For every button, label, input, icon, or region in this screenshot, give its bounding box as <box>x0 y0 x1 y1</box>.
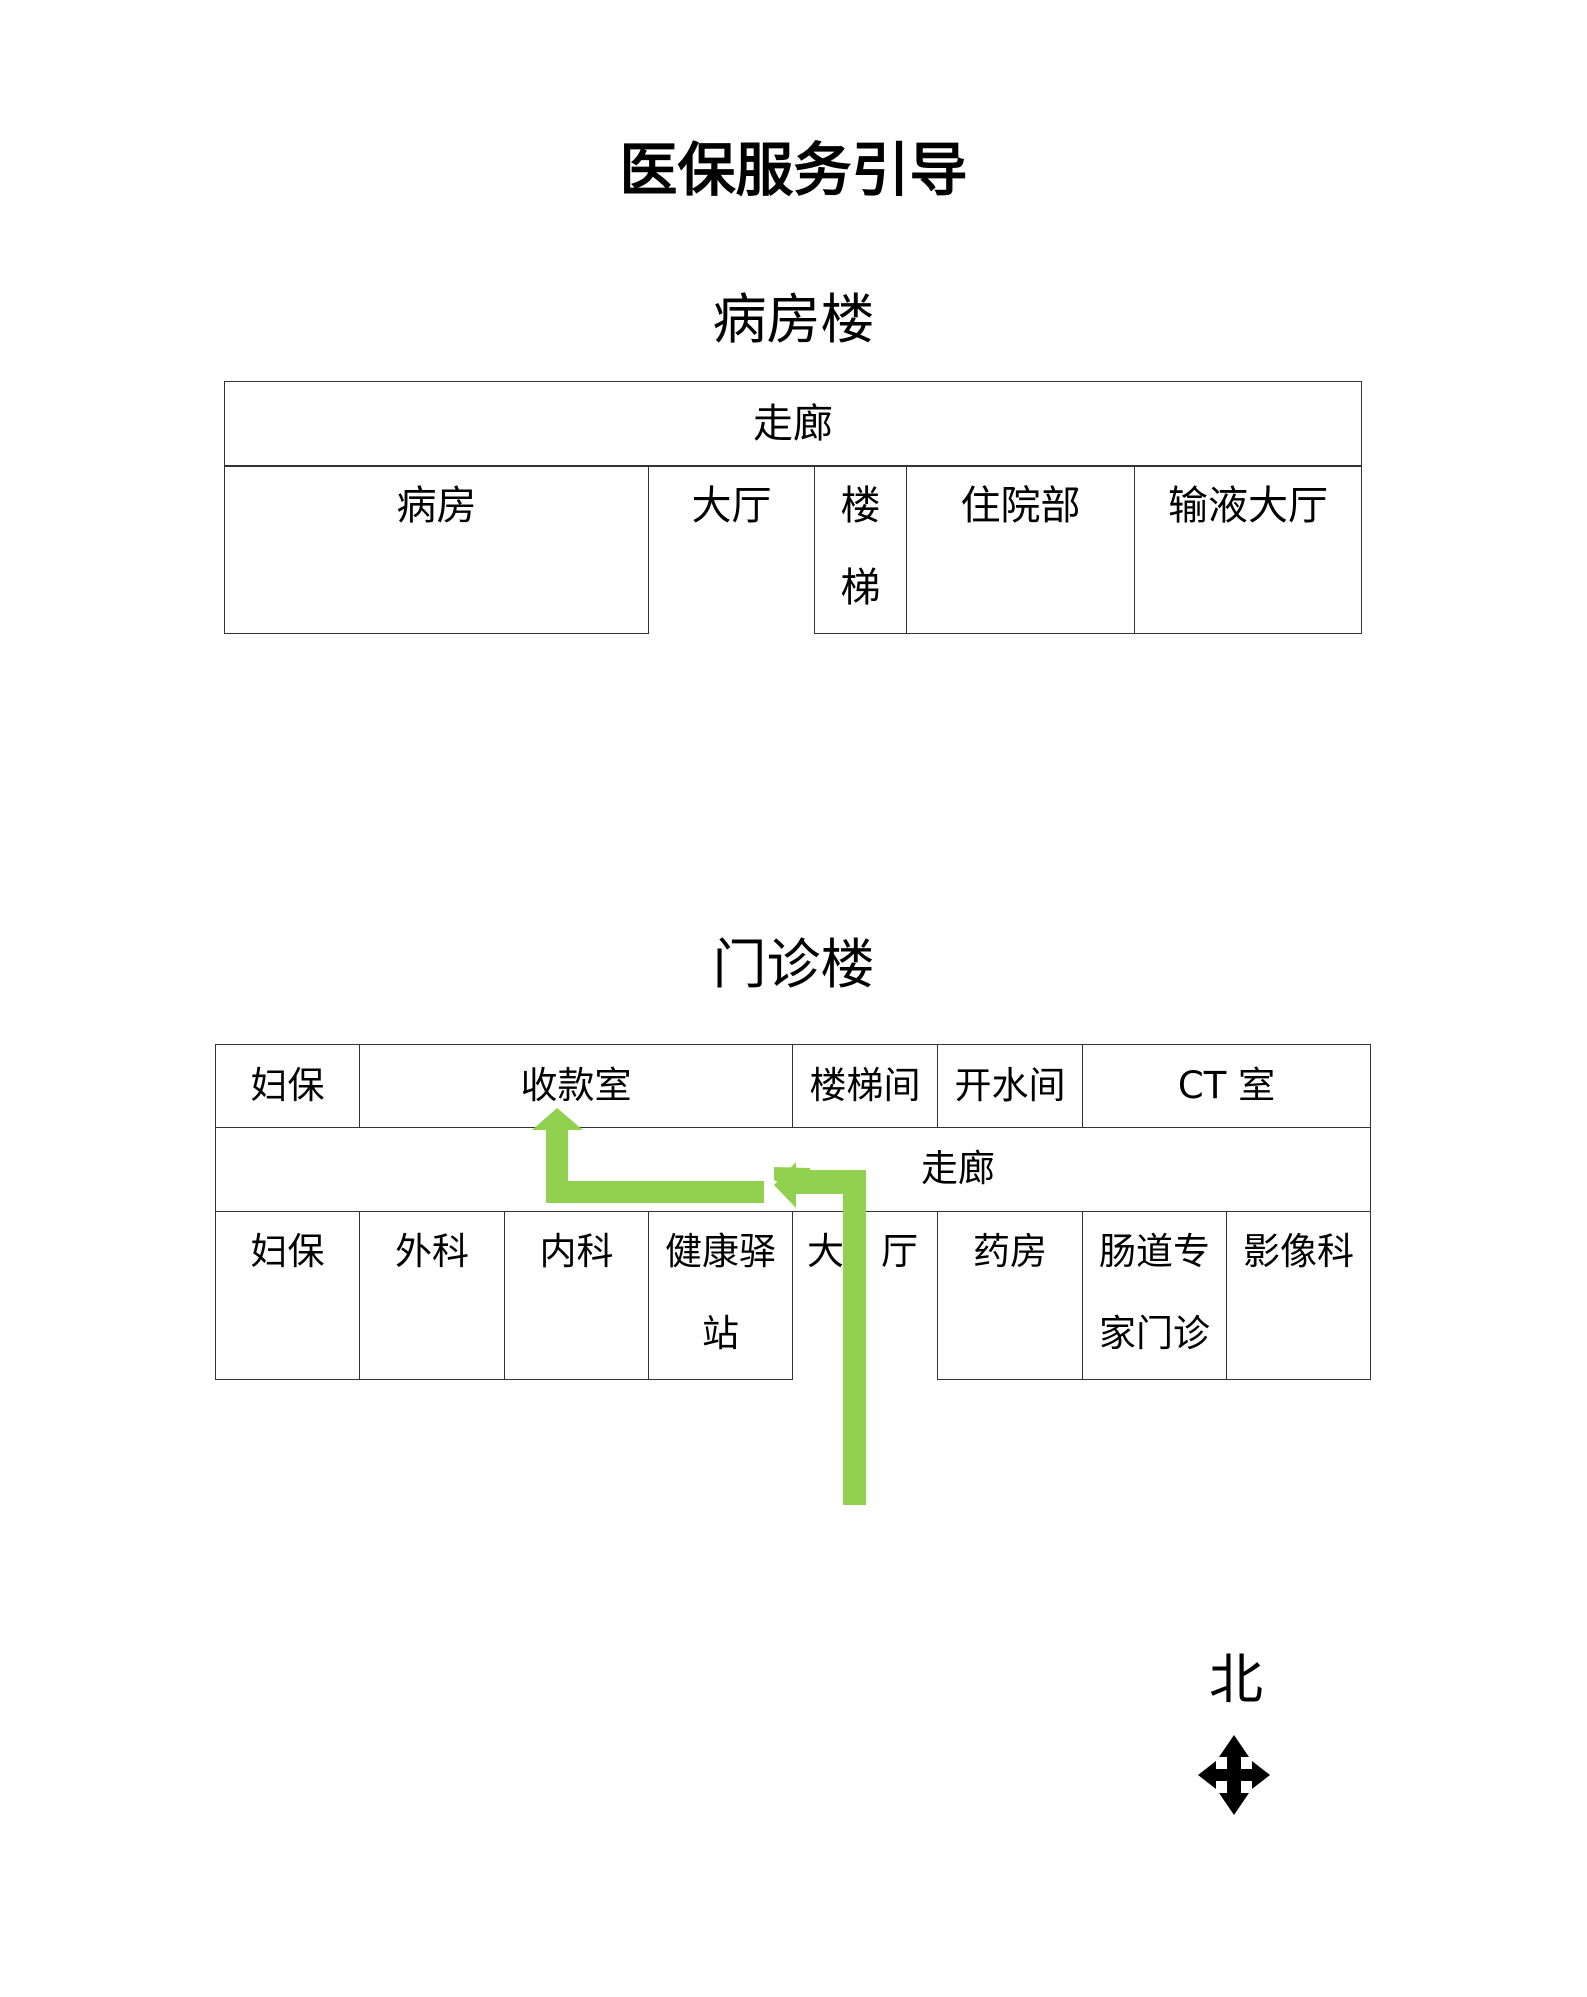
route-arrow-west-segment <box>546 1181 764 1203</box>
outpatient-imaging-dept: 影像科 <box>1226 1211 1371 1380</box>
ward-stairs: 楼 梯 <box>814 465 907 634</box>
ward-infusion-hall-label: 输液大厅 <box>1168 483 1328 529</box>
outpatient-internal-medicine-label: 内科 <box>539 1230 614 1273</box>
outpatient-corridor-label: 走廊 <box>921 1147 995 1190</box>
ward-corridor-label: 走廊 <box>753 401 833 447</box>
route-arrow-to-cashier <box>532 1108 583 1203</box>
ward-corridor: 走廊 <box>224 381 1362 467</box>
ward-lobby-label: 大厅 <box>691 483 772 529</box>
ward-lobby: 大厅 <box>649 465 815 634</box>
ward-inpatient-dept-label: 住院部 <box>960 483 1081 529</box>
route-arrow-entrance-to-corridor <box>843 1170 866 1505</box>
outpatient-cashier: 收款室 <box>359 1044 793 1128</box>
route-arrow-corridor-head <box>774 1162 866 1208</box>
outpatient-maternal-care-bottom-label: 妇保 <box>250 1230 325 1273</box>
outpatient-stairwell-label: 楼梯间 <box>809 1064 921 1107</box>
compass-arrow-icon <box>1198 1735 1270 1815</box>
compass-north-label: 北 <box>1209 1648 1263 1711</box>
outpatient-lobby-label-2: 厅 <box>881 1230 918 1273</box>
outpatient-health-station-label-2: 站 <box>702 1312 739 1355</box>
ward-infusion-hall: 输液大厅 <box>1134 465 1362 634</box>
outpatient-health-station-label-1: 健康驿 <box>665 1230 776 1273</box>
outpatient-pharmacy-label: 药房 <box>973 1230 1047 1273</box>
ward-room-patient-label: 病房 <box>396 483 477 529</box>
page-title: 医保服务引导 <box>619 136 968 204</box>
ward-stairs-label-2: 梯 <box>840 565 881 611</box>
ward-building-heading: 病房楼 <box>712 288 875 351</box>
outpatient-water-room-label: 开水间 <box>954 1064 1066 1107</box>
outpatient-building-heading: 门诊楼 <box>712 933 875 996</box>
outpatient-cashier-label: 收款室 <box>520 1064 632 1107</box>
outpatient-health-station: 健康驿 站 <box>648 1211 793 1380</box>
outpatient-lobby-label-1: 大 <box>807 1230 844 1273</box>
outpatient-ct-room-label: CT 室 <box>1177 1064 1276 1107</box>
outpatient-water-room: 开水间 <box>937 1044 1083 1128</box>
ward-stairs-label-1: 楼 <box>840 483 881 529</box>
outpatient-intestinal-clinic-label-2: 家门诊 <box>1099 1312 1210 1355</box>
outpatient-intestinal-clinic-label-1: 肠道专 <box>1099 1230 1210 1273</box>
outpatient-imaging-dept-label: 影像科 <box>1243 1230 1354 1273</box>
outpatient-maternal-care-top-label: 妇保 <box>250 1064 325 1107</box>
ward-room-patient: 病房 <box>224 465 649 634</box>
outpatient-surgery-label: 外科 <box>395 1230 469 1273</box>
